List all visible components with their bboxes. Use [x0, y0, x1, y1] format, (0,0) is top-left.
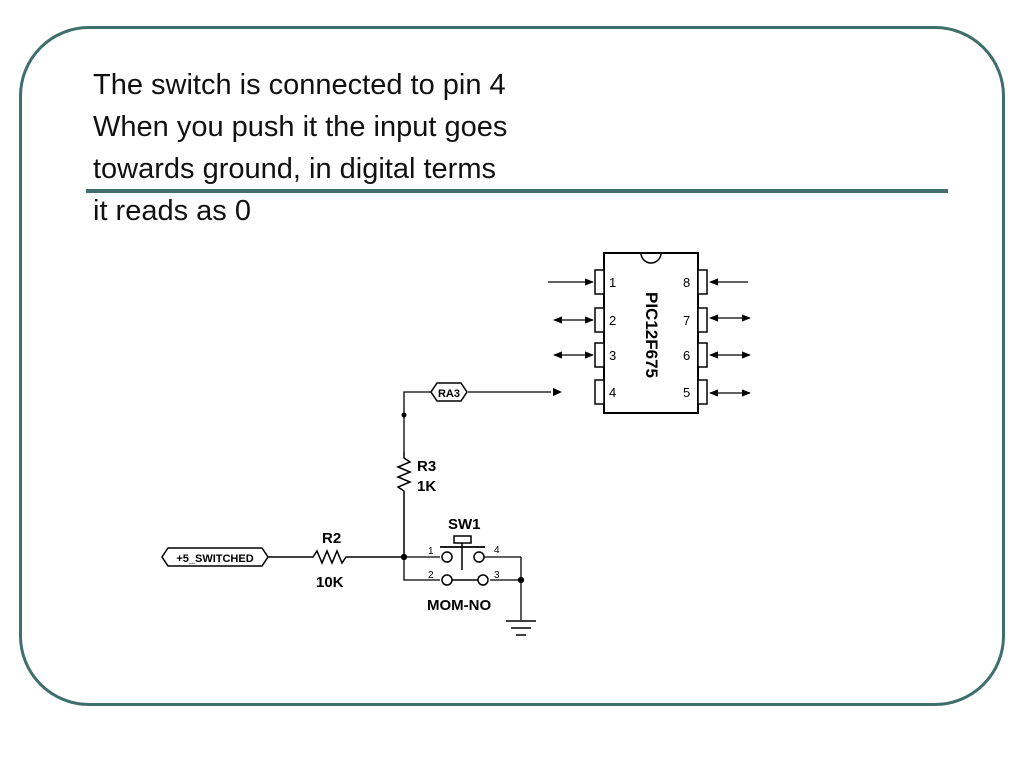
resistor-r3: R3 1K	[396, 452, 436, 556]
title-divider	[86, 189, 948, 193]
switch-wiring	[400, 553, 525, 620]
pin-label-7: 7	[683, 313, 690, 328]
chip-left-pins	[594, 269, 605, 405]
chip-name: PIC12F675	[642, 292, 661, 378]
slide-frame	[19, 26, 1005, 706]
r3-name: R3	[417, 458, 436, 475]
pic-chip: PIC12F675	[603, 252, 699, 414]
ra3-label: RA3	[438, 388, 460, 400]
sw-pin-3: 3	[494, 570, 500, 581]
text-line: The switch is connected to pin 4	[93, 69, 506, 101]
pin-label-3: 3	[609, 348, 616, 363]
pin-label-6: 6	[683, 348, 690, 363]
ground-icon	[506, 620, 536, 636]
r2-value: 10K	[316, 574, 344, 591]
r3-value: 1K	[417, 478, 436, 495]
text-line: it reads as 0	[93, 195, 251, 227]
pin-label-1: 1	[609, 275, 616, 290]
sw1-name: SW1	[448, 516, 481, 533]
power-net: +5_SWITCHED R2 10K	[161, 530, 404, 591]
pin-arrows	[548, 278, 751, 397]
text-line: towards ground, in digital terms	[93, 153, 496, 185]
text-line: When you push it the input goes	[93, 111, 508, 143]
pin-label-2: 2	[609, 313, 616, 328]
sw-pin-2: 2	[428, 570, 434, 581]
pin-label-5: 5	[683, 385, 690, 400]
r2-name: R2	[322, 530, 341, 547]
pin-label-8: 8	[683, 275, 690, 290]
slide-text: The switch is connected to pin 4 When yo…	[93, 64, 613, 232]
pin-label-4: 4	[609, 385, 616, 400]
power-label: +5_SWITCHED	[176, 553, 253, 565]
switch-sw1: SW1 1 2 3 4 MOM-NO	[427, 516, 500, 614]
sw1-type: MOM-NO	[427, 597, 491, 614]
chip-right-pins	[697, 269, 708, 405]
sw-pin-4: 4	[494, 545, 500, 556]
ra3-net: RA3	[401, 382, 562, 452]
sw-pin-1: 1	[428, 546, 434, 557]
